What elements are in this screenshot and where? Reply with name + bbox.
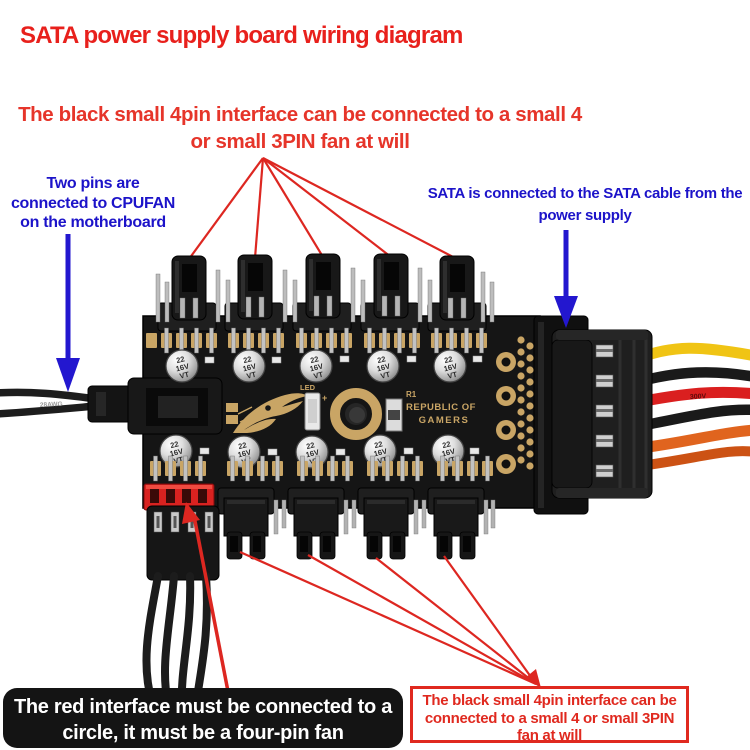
sata-plug: [551, 329, 653, 499]
capacitor-row-top: [165, 349, 483, 383]
led-label: LED: [300, 383, 316, 392]
note-red-interface: The red interface must be connected to a…: [3, 688, 403, 748]
edge-pads: [517, 336, 534, 470]
arrowhead-to-red-header: [182, 502, 200, 524]
arrow-to-cpufan: [56, 358, 80, 392]
gold-mount-ring: [330, 388, 382, 440]
header-pins-top: [155, 267, 495, 323]
arrowhead-to-red-box: [525, 669, 541, 688]
brand-line2: GAMERS: [419, 415, 470, 426]
capacitor-row-bottom: [159, 434, 480, 469]
fan-headers-bottom-row: [142, 455, 496, 710]
blue-arrows: [56, 230, 578, 392]
wire-print-sata: 300V: [690, 393, 707, 401]
callout-top-red: The black small 4pin interface can be co…: [0, 101, 600, 155]
brand-line1: REPUBLIC OF: [406, 402, 476, 413]
cpufan-cable: 28AWG: [0, 385, 135, 423]
arrow-to-sata: [554, 296, 578, 328]
wire-print-left: 28AWG: [40, 401, 63, 409]
rog-logo: [233, 393, 307, 433]
red-fan-header: [143, 483, 215, 511]
fan-plug-connector: [142, 505, 220, 710]
callout-sata: SATA is connected to the SATA cable from…: [427, 185, 743, 224]
callout-top-red-line2: or small 3PIN fan at will: [190, 130, 410, 153]
fan-headers-top-row: [146, 253, 495, 354]
pcb-silkscreen: LED + R1 REPUBLIC OF GAMERS: [233, 383, 476, 440]
r1-label: R1: [406, 390, 417, 399]
page-title: SATA power supply board wiring diagram: [20, 22, 463, 49]
note-black-4pin: The black small 4pin interface can be co…: [410, 686, 689, 744]
red-pointer-lines-top: [188, 157, 458, 260]
fan-plug-wires: [142, 572, 211, 710]
red-pointer-lines-bottom: [182, 502, 541, 713]
callout-top-red-line1: The black small 4pin interface can be co…: [18, 103, 582, 126]
header-pins-bottom: [273, 499, 496, 535]
callout-cpufan: Two pins are connected to CPUFAN on the …: [10, 175, 176, 231]
led-plus-label: +: [322, 393, 327, 403]
